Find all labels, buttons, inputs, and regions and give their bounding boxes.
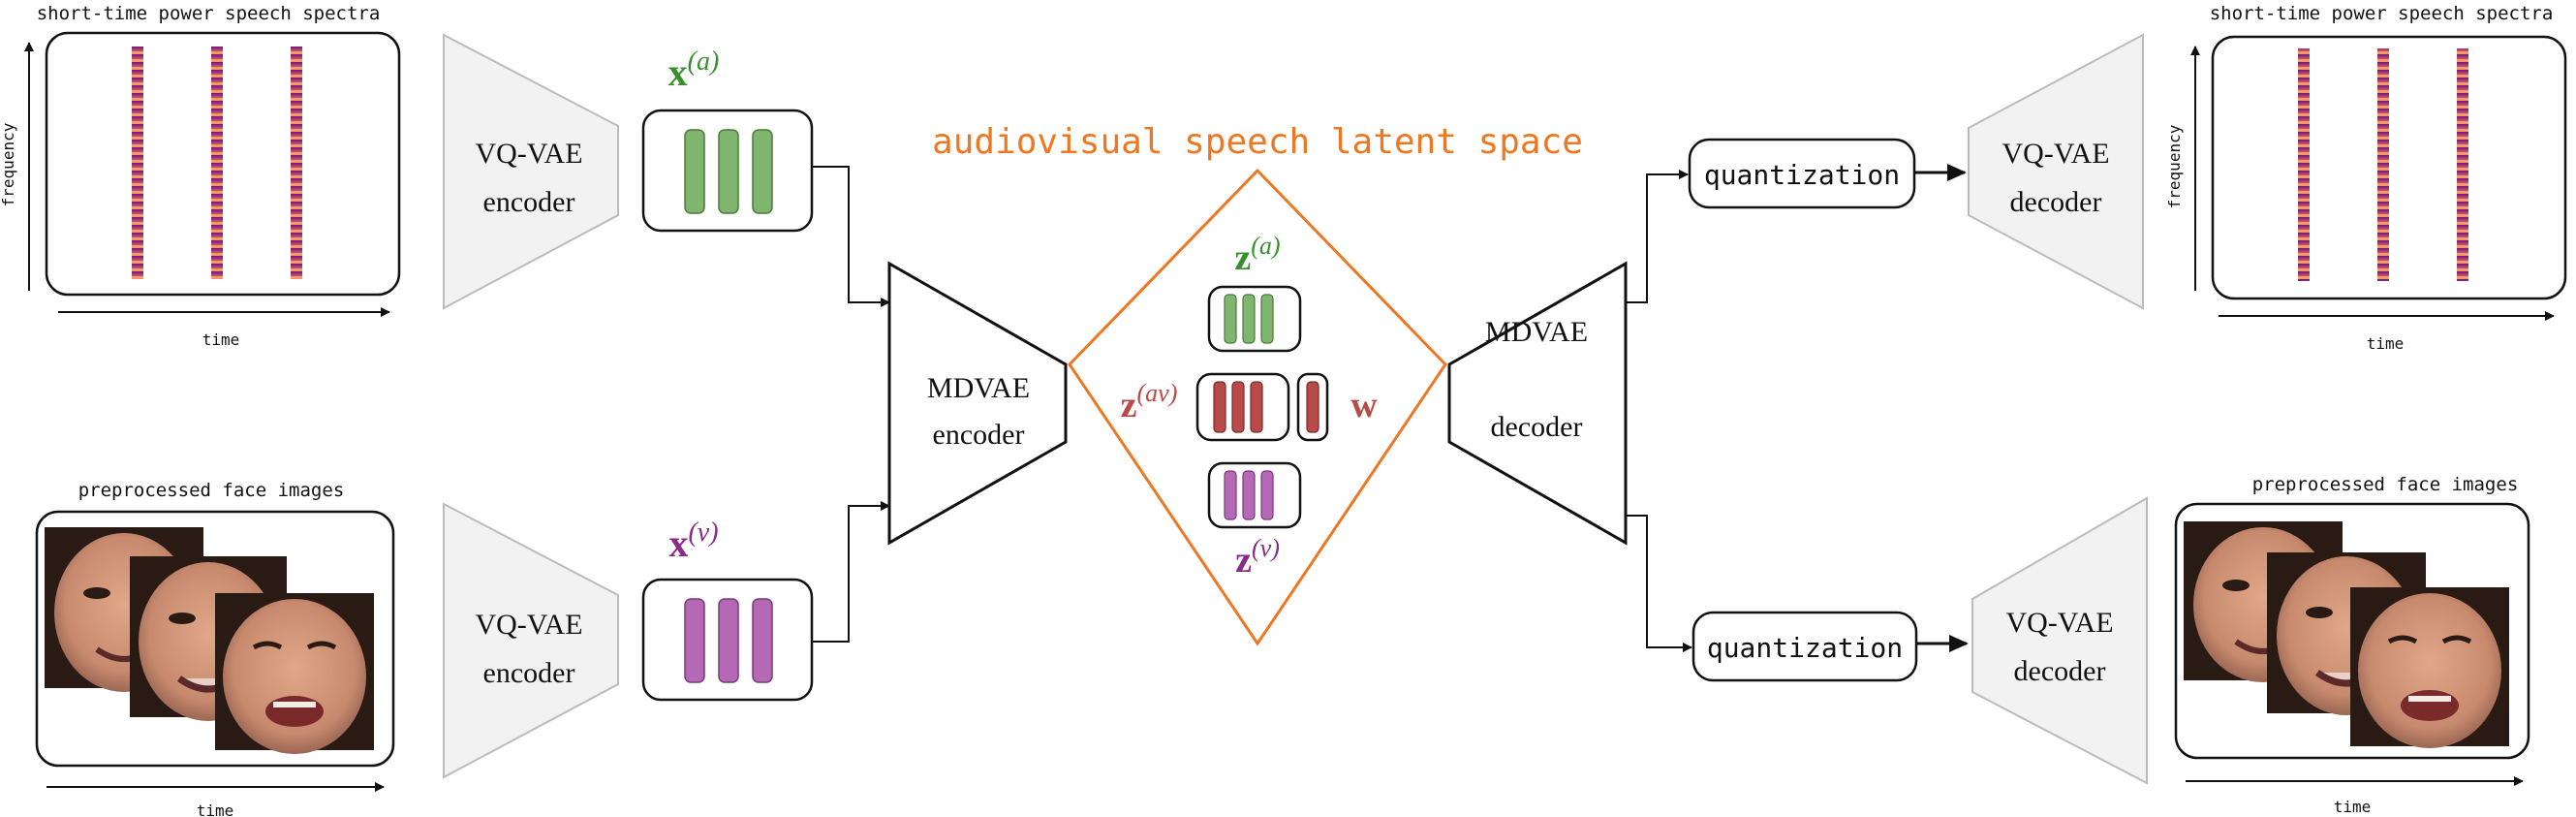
latent-bar (1242, 294, 1256, 344)
vqvae-decoder-label-line2: decoder (2010, 186, 2102, 218)
time-axis-label: time (2334, 798, 2372, 816)
quantization-label: quantization (1704, 159, 1900, 191)
latent-bar (752, 129, 773, 214)
latent-bar (1224, 470, 1237, 520)
output-faces-panel: preprocessed face images time (2174, 474, 2530, 816)
vqvae-encoder-label-line1: VQ-VAE (475, 609, 582, 641)
latent-bar (1213, 381, 1226, 433)
mdvae-encoder-label-line1: MDVAE (927, 372, 1030, 404)
spectrogram-strip-icon (2377, 48, 2389, 281)
spectrogram-strip-icon (132, 47, 143, 279)
mdvae-decoder-label-line1: MDVAE (1485, 316, 1588, 348)
latent-bar (718, 598, 739, 683)
quantization-top: quantization (1688, 138, 1916, 209)
latent-bar (1260, 470, 1274, 520)
latent-bar (684, 598, 705, 683)
quantization-label: quantization (1707, 632, 1903, 664)
mdvae-decoder: MDVAE decoder (1447, 261, 1628, 546)
latent-bar (1231, 381, 1245, 433)
connector-arrow-icon (812, 166, 890, 307)
latent-space-title: audiovisual speech latent space (932, 122, 1583, 162)
connector-arrow-icon (1626, 170, 1689, 303)
mdvae-decoder-label-line2: decoder (1491, 411, 1583, 443)
time-axis-label: time (2367, 334, 2405, 353)
latent-space-diamond (1068, 168, 1447, 646)
latent-space: audiovisual speech latent space z(a) z(a… (932, 122, 1583, 646)
vqvae-encoder-label-line1: VQ-VAE (475, 138, 582, 170)
connector-arrow-icon (1626, 515, 1692, 652)
x-v-latent: x(v) (641, 518, 814, 702)
mdvae-encoder: MDVAE encoder (887, 261, 1068, 546)
latent-bar (684, 129, 705, 214)
spectrogram-strip-icon (2298, 48, 2310, 281)
input-faces-caption: preprocessed face images (78, 480, 345, 501)
latent-bar (752, 598, 773, 683)
z-v-symbol: z(v) (1235, 534, 1280, 581)
vqvae-decoder-label-line1: VQ-VAE (2005, 607, 2113, 639)
time-axis-label: time (202, 330, 240, 349)
latent-bar (1260, 294, 1274, 344)
x-a-latent: x(a) (641, 47, 814, 233)
mdvae-encoder-label-line2: encoder (933, 419, 1025, 451)
latent-bar (1250, 381, 1263, 433)
output-faces-caption: preprocessed face images (2252, 474, 2519, 495)
frequency-axis-label: frequency (0, 122, 17, 206)
output-spectra-panel: short-time power speech spectra frequenc… (2165, 3, 2567, 353)
face-image-icon (2350, 587, 2509, 748)
connector-arrow-icon (812, 501, 890, 643)
time-axis-label: time (197, 801, 234, 817)
latent-bar (1242, 470, 1256, 520)
input-spectra-caption: short-time power speech spectra (37, 3, 381, 24)
latent-bar (1306, 381, 1319, 433)
vqvae-encoder-bottom: VQ-VAE encoder (443, 502, 619, 779)
spectrogram-strip-icon (211, 47, 223, 279)
spectrogram-strip-icon (291, 47, 302, 279)
frequency-axis-label: frequency (2165, 124, 2184, 208)
vqvae-encoder-top: VQ-VAE encoder (443, 33, 619, 310)
w-symbol: w (1350, 385, 1378, 425)
vqvae-decoder-label-line1: VQ-VAE (2002, 138, 2109, 170)
vqvae-decoder-label-line2: decoder (2014, 655, 2106, 687)
vqvae-encoder-label-line2: encoder (483, 657, 575, 689)
latent-bar (718, 129, 739, 214)
input-faces-panel: preprocessed face images time (35, 480, 395, 817)
latent-bar (1224, 294, 1237, 344)
face-image-icon (215, 593, 374, 754)
vqvae-encoder-label-line2: encoder (483, 186, 575, 218)
z-a-symbol: z(a) (1234, 232, 1280, 278)
spectrogram-strip-icon (2457, 48, 2468, 281)
input-spectra-panel: short-time power speech spectra frequenc… (0, 3, 401, 349)
x-a-symbol: x(a) (668, 47, 720, 94)
output-spectra-caption: short-time power speech spectra (2210, 3, 2554, 24)
x-v-symbol: x(v) (668, 518, 718, 565)
vqvae-decoder-top: VQ-VAE decoder (1968, 33, 2144, 310)
z-av-symbol: z(av) (1121, 379, 1178, 425)
quantization-bottom: quantization (1691, 611, 1918, 682)
vqvae-decoder-bottom: VQ-VAE decoder (1971, 496, 2148, 785)
